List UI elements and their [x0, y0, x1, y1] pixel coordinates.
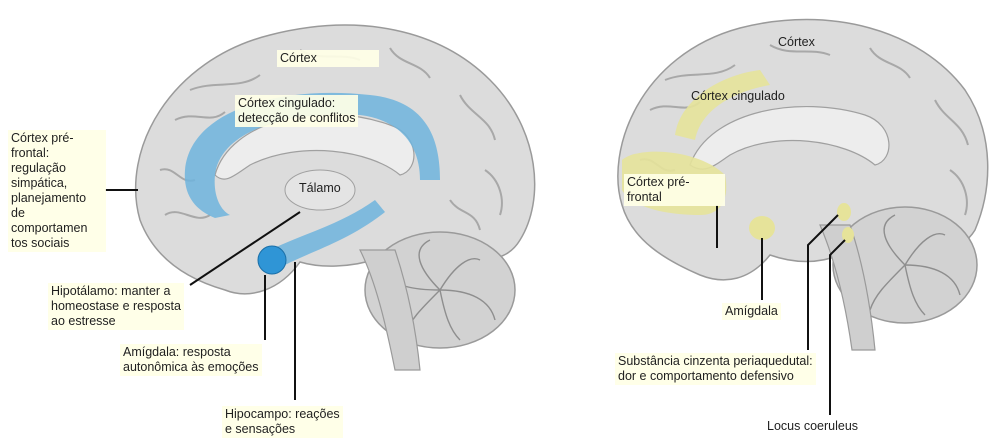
left-prefrontal-label: Córtex pré- frontal: regulação simpática… [8, 130, 106, 252]
left-cingulate-label: Córtex cingulado: detecção de conflitos [235, 95, 358, 127]
right-amygdala-label: Amígdala [722, 303, 781, 320]
left-hypothalamus-label: Hipotálamo: manter a homeostase e respos… [48, 283, 184, 330]
left-cortex-label: Córtex [277, 50, 379, 67]
right-prefrontal-label: Córtex pré- frontal [624, 174, 725, 206]
left-amygdala [258, 246, 286, 274]
right-amygdala [749, 216, 775, 240]
left-hippocampus-label: Hipocampo: reações e sensações [222, 406, 343, 438]
right-locus-label: Locus coeruleus [764, 418, 861, 435]
left-thalamus-label: Tálamo [296, 180, 344, 197]
left-amygdala-label: Amígdala: resposta autonômica às emoções [120, 344, 262, 376]
right-pag-label: Substância cinzenta periaquedutal: dor e… [615, 353, 816, 385]
right-pag [837, 203, 851, 221]
right-cingulate-label: Córtex cingulado [688, 88, 788, 105]
right-cortex-label: Córtex [775, 34, 818, 51]
